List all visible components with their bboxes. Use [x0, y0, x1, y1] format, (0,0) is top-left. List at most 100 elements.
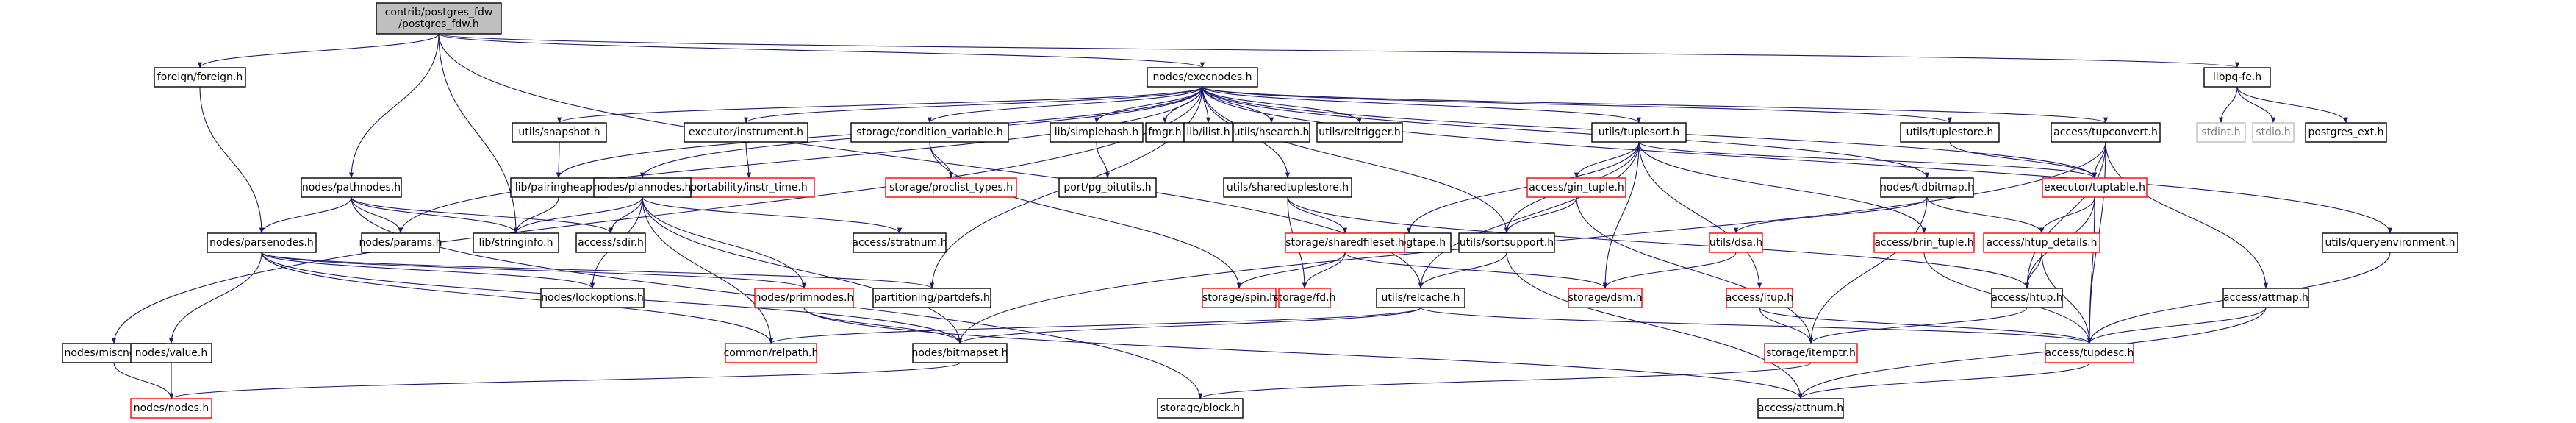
node-tidbitmap[interactable]: nodes/tidbitmap.h: [1880, 177, 1974, 198]
node-label-block: storage/block.h: [1160, 402, 1240, 414]
node-itemptr[interactable]: storage/itemptr.h: [1764, 343, 1858, 363]
node-params[interactable]: nodes/params.h: [359, 232, 442, 253]
node-simplehash[interactable]: lib/simplehash.h: [1050, 122, 1144, 143]
node-box-stdio: [2252, 122, 2295, 143]
node-hsearch[interactable]: utils/hsearch.h: [1233, 122, 1310, 143]
node-pathnodes[interactable]: nodes/pathnodes.h: [301, 177, 402, 198]
node-execnodes[interactable]: nodes/execnodes.h: [1147, 67, 1258, 88]
edge-root-to-stringinfo: [438, 33, 519, 234]
node-label-lockoptions: nodes/lockoptions.h: [541, 292, 644, 304]
node-plannodes[interactable]: nodes/plannodes.h: [593, 177, 692, 198]
node-fd[interactable]: storage/fd.h: [1273, 288, 1336, 308]
edge-htupdetails-to-htup: [2024, 252, 2042, 289]
node-htup[interactable]: access/htup.h: [1991, 288, 2063, 308]
edge-condvar-to-spin: [929, 141, 1242, 289]
edge-sharedfileset-to-dsm: [1344, 252, 1607, 289]
node-snapshot[interactable]: utils/snapshot.h: [512, 122, 607, 143]
node-label-dsa: utils/dsa.h: [1709, 237, 1762, 249]
node-label-fmgr: fmgr.h: [1148, 127, 1181, 138]
node-dsa[interactable]: utils/dsa.h: [1709, 232, 1763, 253]
edge-primnodes-to-attnum: [803, 307, 1803, 399]
node-partdefs[interactable]: partitioning/partdefs.h: [872, 288, 991, 308]
node-attnum[interactable]: access/attnum.h: [1757, 398, 1844, 419]
node-libpqfe[interactable]: libpq-fe.h: [2203, 67, 2271, 88]
node-label-pgbitutils: port/pg_bitutils.h: [1063, 182, 1151, 193]
edge-plannodes-to-relpath: [642, 196, 774, 344]
node-label-itup: access/itup.h: [1726, 292, 1793, 304]
edge-tuplesort-to-tuptable: [1638, 141, 2097, 179]
node-label-queryenv: utils/queryenvironment.h: [2325, 237, 2455, 249]
node-pgbitutils[interactable]: port/pg_bitutils.h: [1058, 177, 1157, 198]
node-box-partdefs: [872, 288, 991, 308]
node-stratnum[interactable]: access/stratnum.h: [852, 232, 947, 253]
node-itup[interactable]: access/itup.h: [1726, 288, 1793, 308]
node-box-tuplesort: [1591, 122, 1687, 143]
node-parsenodes[interactable]: nodes/parsenodes.h: [207, 232, 317, 253]
edge-parsenodes-to-lockoptions: [261, 252, 595, 289]
edge-parsenodes-to-relpath: [261, 252, 773, 344]
node-tupdesc[interactable]: access/tupdesc.h: [2045, 343, 2134, 363]
node-value[interactable]: nodes/value.h: [130, 343, 212, 363]
node-box-sdir: [575, 232, 646, 253]
node-tuplestore[interactable]: utils/tuplestore.h: [1900, 122, 2000, 143]
node-tupconvert[interactable]: access/tupconvert.h: [2051, 122, 2161, 143]
node-label-hsearch: utils/hsearch.h: [1234, 127, 1310, 138]
node-instrtime[interactable]: portability/instr_time.h: [683, 177, 815, 198]
node-foreign[interactable]: foreign/foreign.h: [154, 67, 246, 88]
node-ilist[interactable]: lib/ilist.h: [1183, 122, 1233, 143]
edge-tuplesort-to-logtape: [1406, 141, 1640, 234]
edge-sharedfileset-to-fd: [1302, 252, 1346, 289]
node-dsm[interactable]: storage/dsm.h: [1568, 288, 1643, 308]
edge-relcache-to-relpath: [769, 307, 1421, 344]
edge-tuplesort-to-dsm: [1602, 141, 1640, 289]
node-lockoptions[interactable]: nodes/lockoptions.h: [540, 288, 645, 308]
edge-plannodes-to-sdir: [608, 196, 643, 234]
edge-execnodes-to-tuplestore: [1202, 86, 1952, 124]
node-label-instrtime: portability/instr_time.h: [690, 182, 808, 193]
node-pairingheap[interactable]: lib/pairingheap.h: [510, 177, 607, 198]
node-root[interactable]: contrib/postgres_fdw/postgres_fdw.h: [376, 2, 502, 35]
node-attmap[interactable]: access/attmap.h: [2222, 288, 2309, 308]
node-relcache[interactable]: utils/relcache.h: [1376, 288, 1465, 308]
edge-execnodes-to-miscnodes: [111, 86, 1203, 344]
node-tuptable[interactable]: executor/tuptable.h: [2042, 177, 2148, 198]
edge-execnodes-to-tupconvert: [1202, 86, 2108, 124]
node-brintuple[interactable]: access/brin_tuple.h: [1873, 232, 1975, 253]
node-instrument[interactable]: executor/instrument.h: [684, 122, 808, 143]
edge-bitmapset-to-nodes: [169, 362, 961, 399]
node-nodes[interactable]: nodes/nodes.h: [130, 398, 212, 419]
edge-libpqfe-to-stdint: [2218, 86, 2238, 124]
node-box-condvar: [850, 122, 1009, 143]
node-box-snapshot: [512, 122, 607, 143]
node-proclist[interactable]: storage/proclist_types.h: [885, 177, 1017, 198]
edge-tuplesort-to-itup: [1638, 141, 1762, 289]
edge-root-to-pathnodes: [348, 33, 440, 179]
edge-sharedts-to-htup: [1287, 196, 2029, 289]
node-sharedfileset[interactable]: storage/sharedfileset.h: [1285, 232, 1405, 253]
node-stdint: stdint.h: [2196, 122, 2246, 143]
edge-relcache-to-tupdesc: [1420, 307, 2092, 344]
node-fmgr[interactable]: fmgr.h: [1145, 122, 1185, 143]
node-queryenv[interactable]: utils/queryenvironment.h: [2322, 232, 2458, 253]
node-spin[interactable]: storage/spin.h: [1202, 288, 1277, 308]
node-tuplesort[interactable]: utils/tuplesort.h: [1591, 122, 1687, 143]
node-primnodes[interactable]: nodes/primnodes.h: [754, 288, 854, 308]
node-block[interactable]: storage/block.h: [1157, 398, 1244, 419]
node-gintuple[interactable]: access/gin_tuple.h: [1526, 177, 1626, 198]
edge-execnodes-to-sortsupport: [1202, 86, 1510, 234]
node-bitmapset[interactable]: nodes/bitmapset.h: [911, 343, 1008, 363]
node-sortsupport[interactable]: utils/sortsupport.h: [1458, 232, 1555, 253]
node-box-params: [361, 232, 440, 253]
node-sdir[interactable]: access/sdir.h: [575, 232, 646, 253]
node-relpath[interactable]: common/relpath.h: [724, 343, 819, 363]
node-stringinfo[interactable]: lib/stringinfo.h: [473, 232, 559, 253]
node-label-bitmapset: nodes/bitmapset.h: [911, 347, 1008, 359]
node-sharedts[interactable]: utils/sharedtuplestore.h: [1223, 177, 1352, 198]
node-reltrigger[interactable]: utils/reltrigger.h: [1316, 122, 1403, 143]
node-label-root: contrib/postgres_fdw: [385, 7, 493, 18]
node-htupdetails[interactable]: access/htup_details.h: [1983, 232, 2100, 253]
node-box-block: [1157, 398, 1244, 419]
node-condvar[interactable]: storage/condition_variable.h: [850, 122, 1009, 143]
node-pgext[interactable]: postgres_ext.h: [2305, 122, 2387, 143]
